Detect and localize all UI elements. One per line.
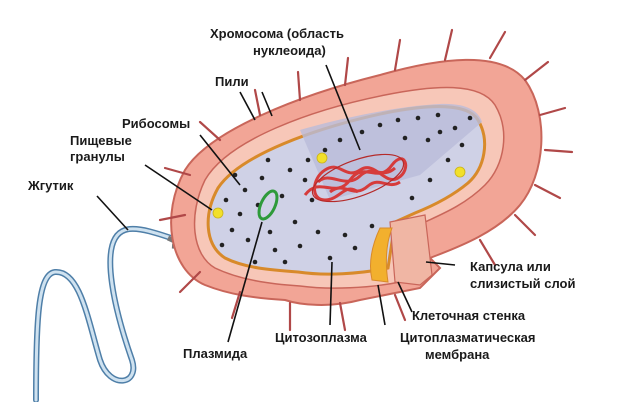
label-flagellum: Жгутик (27, 178, 74, 193)
label-cytoplasm: Цитозоплазма (275, 330, 368, 345)
label-pili: Пили (215, 74, 249, 89)
label-ribosomes: Рибосомы (122, 116, 190, 131)
label-capsule: Капсула или (470, 259, 551, 274)
label-cell-wall: Клеточная стенка (412, 308, 526, 323)
label-granules-2: гранулы (70, 149, 125, 164)
label-plasmid: Плазмида (183, 346, 248, 361)
label-membrane: Цитоплазматическая (400, 330, 535, 345)
label-chromosome: Хромосома (область (210, 26, 344, 41)
label-capsule-2: слизистый слой (470, 276, 576, 291)
label-chromosome-2: нуклеоида) (253, 43, 326, 58)
label-granules: Пищевые (70, 133, 132, 148)
label-membrane-2: мембрана (425, 347, 490, 362)
